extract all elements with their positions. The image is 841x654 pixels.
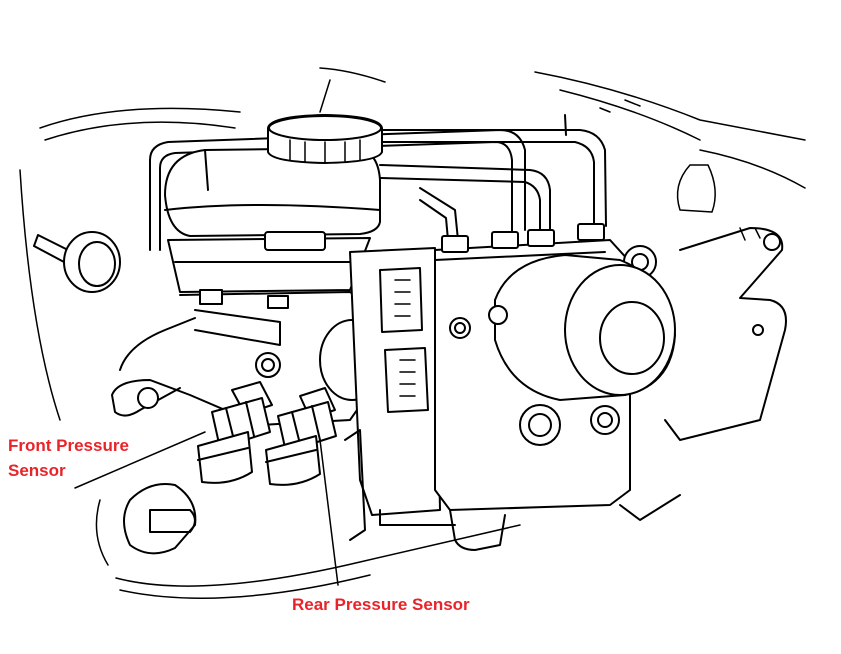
reservoir <box>164 147 381 293</box>
vacuum-fitting <box>33 231 121 293</box>
front-sensor-leader <box>74 431 206 489</box>
mounting-bracket <box>344 227 787 541</box>
rear-pressure-sensor <box>265 387 337 486</box>
body-panel-lines <box>19 67 806 421</box>
lower-panel <box>95 483 521 599</box>
leader-lines <box>74 431 339 586</box>
rear-pressure-sensor-label: Rear Pressure Sensor <box>292 595 470 614</box>
reservoir-cap <box>267 114 383 164</box>
control-module <box>349 247 441 516</box>
pump-motor <box>488 254 676 401</box>
front-pressure-sensor-label: Front Pressure Sensor <box>8 436 129 480</box>
rear-sensor-leader <box>319 439 339 586</box>
front-pressure-sensor <box>197 381 273 484</box>
